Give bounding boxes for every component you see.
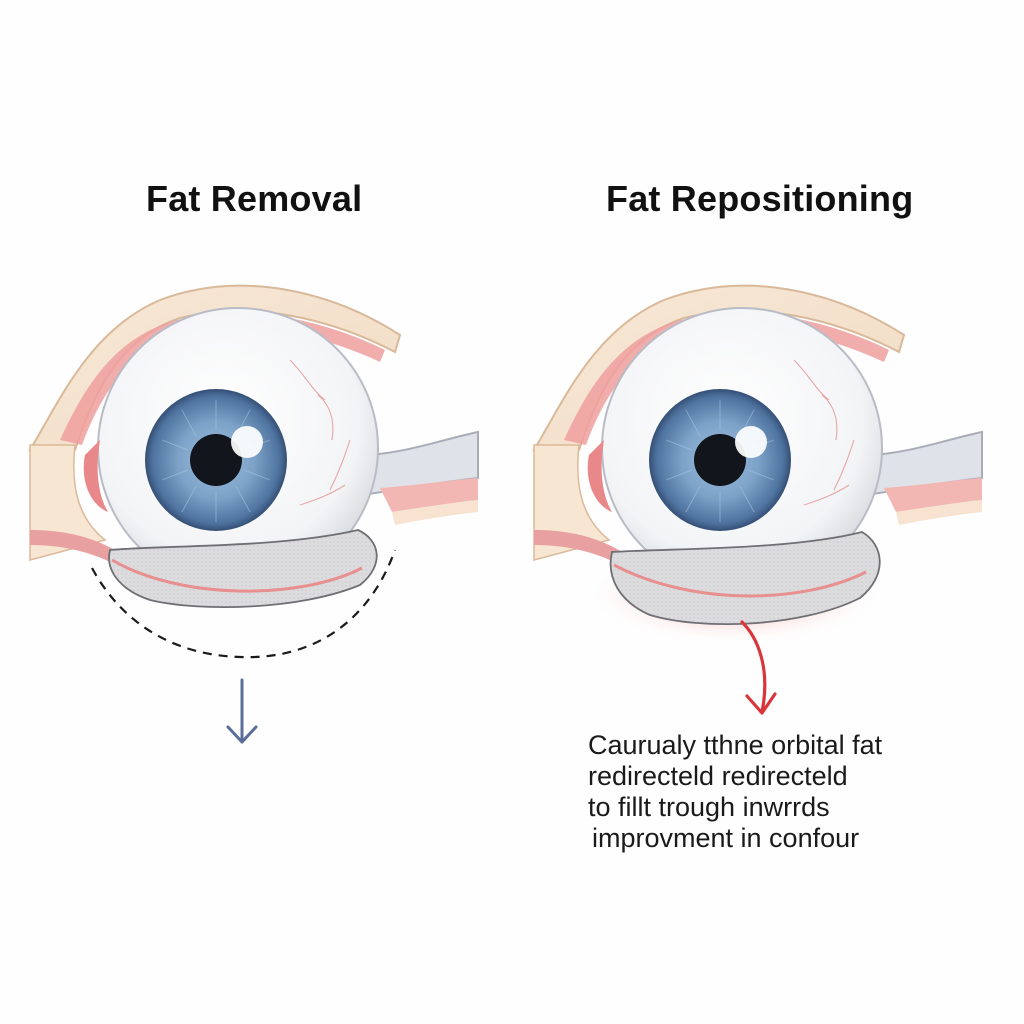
caption-line-3: to fillt trough inwrrds <box>588 792 830 822</box>
fat-repositioning-eye <box>532 284 983 715</box>
caption-line-2: redirecteld redirecteld <box>588 761 848 791</box>
fat-removal-eye <box>28 284 479 744</box>
caption-line-1: Caurualy tthne orbital fat <box>588 730 883 760</box>
caption-line-4: improvment in confour <box>592 823 860 853</box>
curved-arrow-down-icon <box>740 620 777 715</box>
fat-repositioning-title: Fat Repositioning <box>606 178 914 219</box>
arrow-down-icon <box>226 678 258 744</box>
fat-removal-title: Fat Removal <box>146 178 363 219</box>
repositioning-caption: Caurualy tthne orbital fat redirecteld r… <box>586 730 882 854</box>
